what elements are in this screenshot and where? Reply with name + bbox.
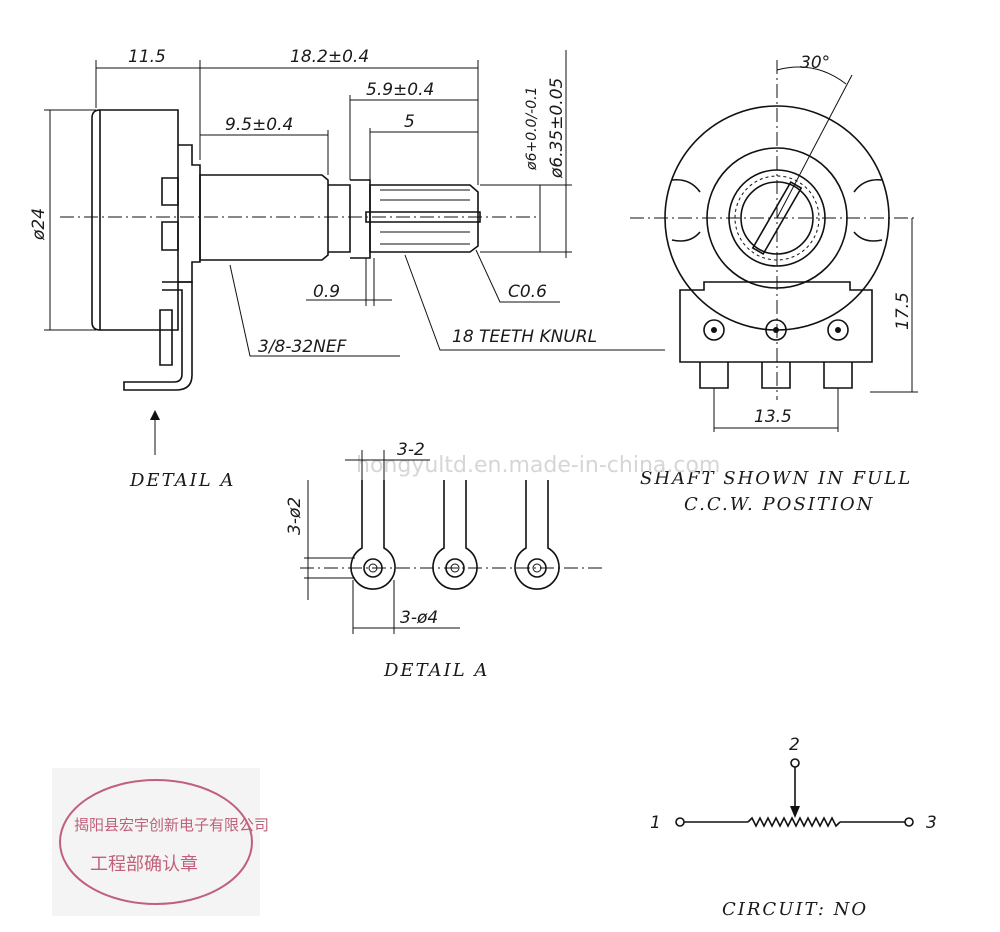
threaded-bushing [199, 174, 329, 261]
dim-height: 17.5 [893, 292, 913, 330]
dim-hole-small: 3-ø2 [285, 497, 305, 535]
note-line-1: SHAFT SHOWN IN FULL [640, 468, 912, 489]
body-tab-upper [161, 177, 179, 206]
circuit-pin-1 [675, 817, 685, 827]
dim-body-dia: ø24 [29, 208, 49, 241]
terminal-pin-1 [699, 362, 729, 389]
stamp-line-2: 工程部确认章 [90, 854, 198, 875]
terminal-pin-3 [823, 362, 853, 389]
terminal-hole-1 [703, 319, 725, 341]
angle-line [776, 74, 853, 219]
dim-shaft-dia2: ø6.35±0.05 [547, 78, 567, 179]
watermark: hongyultd.en.made-in-china.com [356, 453, 720, 478]
circuit-pin-2 [790, 758, 800, 768]
stamp-line-1: 揭阳县宏宇创新电子有限公司 [74, 816, 269, 834]
detail-pin-2 [432, 480, 478, 590]
circuit-label: CIRCUIT: NO [722, 899, 868, 920]
dim-total: 18.2±0.4 [290, 47, 369, 67]
circuit-diagram: 1 2 3 CIRCUIT: NO [650, 735, 937, 920]
terminal-base [679, 281, 873, 363]
knurl-section [369, 184, 479, 253]
shaft-neck [328, 184, 351, 253]
wiper-arrow [790, 806, 800, 818]
dim-thread: 9.5±0.4 [225, 115, 293, 135]
terminal-slot [159, 309, 173, 366]
circuit-pin-1-label: 1 [650, 813, 661, 833]
stamp-ellipse [59, 779, 253, 905]
shaft-collar [350, 179, 371, 259]
terminal-hole-2 [765, 319, 787, 341]
body-tab-lower [161, 221, 179, 251]
label-thread: 3/8-32NEF [258, 337, 347, 357]
bushing-flange [178, 144, 201, 283]
detail-pin-1 [350, 480, 396, 590]
resistor-zigzag [747, 816, 841, 828]
circuit-pin-2-label: 2 [789, 735, 800, 755]
case-rounded-edge [91, 109, 101, 331]
company-stamp: 揭阳县宏宇创新电子有限公司 工程部确认章 [52, 768, 269, 916]
circuit-pin-3 [904, 817, 914, 827]
front-slot [751, 180, 803, 256]
dim-knurl-5: 5 [404, 112, 415, 132]
dim-hole-large: 3-ø4 [400, 608, 438, 628]
leader-chamfer [475, 249, 560, 303]
leader-knurl [404, 254, 665, 351]
shaft-slot [365, 211, 481, 223]
detail-a-title: DETAIL A [383, 660, 489, 681]
terminal-lug [123, 281, 193, 391]
dim-knurl-len: 5.9±0.4 [366, 80, 434, 100]
dim-shaft-dia1: ø6+0.0/-0.1 [524, 86, 540, 171]
dim-chamfer: C0.6 [508, 282, 547, 302]
front-view: 30° 17.5 13.5 SHAFT SHOWN IN FULL C.C.W.… [630, 53, 918, 515]
terminal-pin-2 [761, 362, 791, 389]
case-body [99, 109, 179, 331]
label-knurl: 18 TEETH KNURL [452, 327, 597, 347]
dim-gap: 0.9 [313, 282, 340, 302]
detail-a: 3-2 3-ø2 3-ø4 DETAIL A [285, 440, 605, 681]
dim-pin-width: 3-2 [397, 440, 425, 460]
side-view: 11.5 18.2±0.4 5.9±0.4 9.5±0.4 5 ø24 ø6+0… [29, 47, 665, 491]
dim-flange: 11.5 [128, 47, 166, 67]
dim-angle: 30° [800, 53, 830, 73]
label-detail-arrow: DETAIL A [129, 470, 235, 491]
dim-pitch: 13.5 [754, 407, 792, 427]
detail-pin-3 [514, 480, 560, 590]
terminal-hole-3 [827, 319, 849, 341]
circuit-pin-3-label: 3 [926, 813, 937, 833]
leader-thread [229, 264, 400, 357]
note-line-2: C.C.W. POSITION [684, 494, 874, 515]
